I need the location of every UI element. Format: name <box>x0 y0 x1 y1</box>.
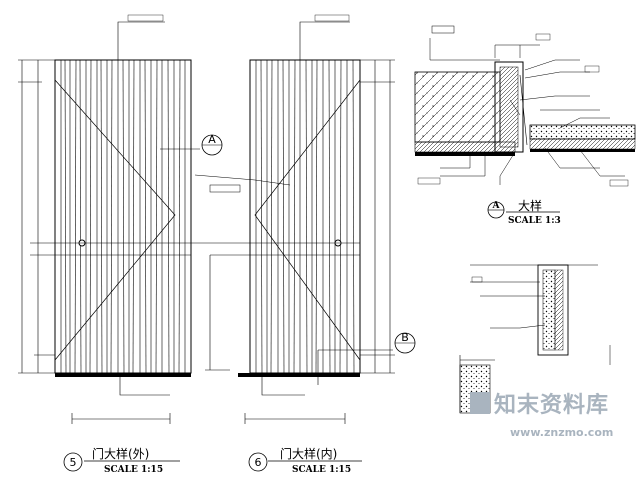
callout-b: B <box>317 331 416 385</box>
callout-b-letter: B <box>401 331 409 344</box>
door-inner-title: 门大样(内) <box>280 446 337 461</box>
door-inner-width-dimension <box>244 413 346 424</box>
door-inner-top-leader <box>299 21 350 60</box>
door-outer-scale: SCALE 1:15 <box>104 465 163 475</box>
door-outer-wood-grain <box>60 59 186 374</box>
section-a-scale: SCALE 1:3 <box>508 216 561 226</box>
callout-a-letter: A <box>208 133 216 146</box>
watermark-logo-mark <box>470 392 490 414</box>
door-outer-kickplate <box>55 373 191 377</box>
section-a-title: 大样 <box>518 198 542 213</box>
door-outer-width-dimension <box>71 413 171 424</box>
section-b-detail <box>459 264 611 414</box>
door-inner-right-dimension <box>360 59 395 374</box>
section-a-door-leaf <box>529 124 636 140</box>
door-inner-kickplate <box>238 373 360 377</box>
door-inner-number: 6 <box>255 456 262 469</box>
section-b-frame <box>537 264 569 356</box>
door-outer-swing-lines <box>54 79 176 361</box>
door-inner-wood-grain <box>255 59 355 374</box>
door-outer-bottom-leader <box>119 377 170 396</box>
door-inner-swing-lines <box>254 79 361 361</box>
door-outer-right-dimension <box>205 255 230 371</box>
section-a-concrete-wall <box>414 71 501 143</box>
door-elevation-inner <box>210 14 395 424</box>
door-outer-left-dimension <box>18 59 55 374</box>
door-inner-frame <box>249 59 361 374</box>
section-a-letter: A <box>492 201 501 211</box>
section-a-detail: A 大样 SCALE 1:3 <box>414 25 636 226</box>
door-elevation-outer <box>18 14 291 424</box>
door-outer-number: 5 <box>70 456 77 469</box>
door-outer-mid-leader <box>194 174 291 186</box>
door-inner-title-block: 6 门大样(内) SCALE 1:15 <box>248 446 362 475</box>
door-inner-scale: SCALE 1:15 <box>292 465 351 475</box>
watermark-url: www.znzmo.com <box>510 426 613 439</box>
watermark-brand: 知末资料库 <box>494 392 609 418</box>
door-inner-bottom-leader <box>261 377 305 396</box>
door-outer-title-block: 5 门大样(外) SCALE 1:15 <box>63 446 180 475</box>
door-outer-top-leader <box>117 21 165 60</box>
door-outer-title: 门大样(外) <box>92 446 149 461</box>
watermark: 知末资料库 www.znzmo.com <box>470 392 613 439</box>
callout-a: A <box>160 133 223 156</box>
